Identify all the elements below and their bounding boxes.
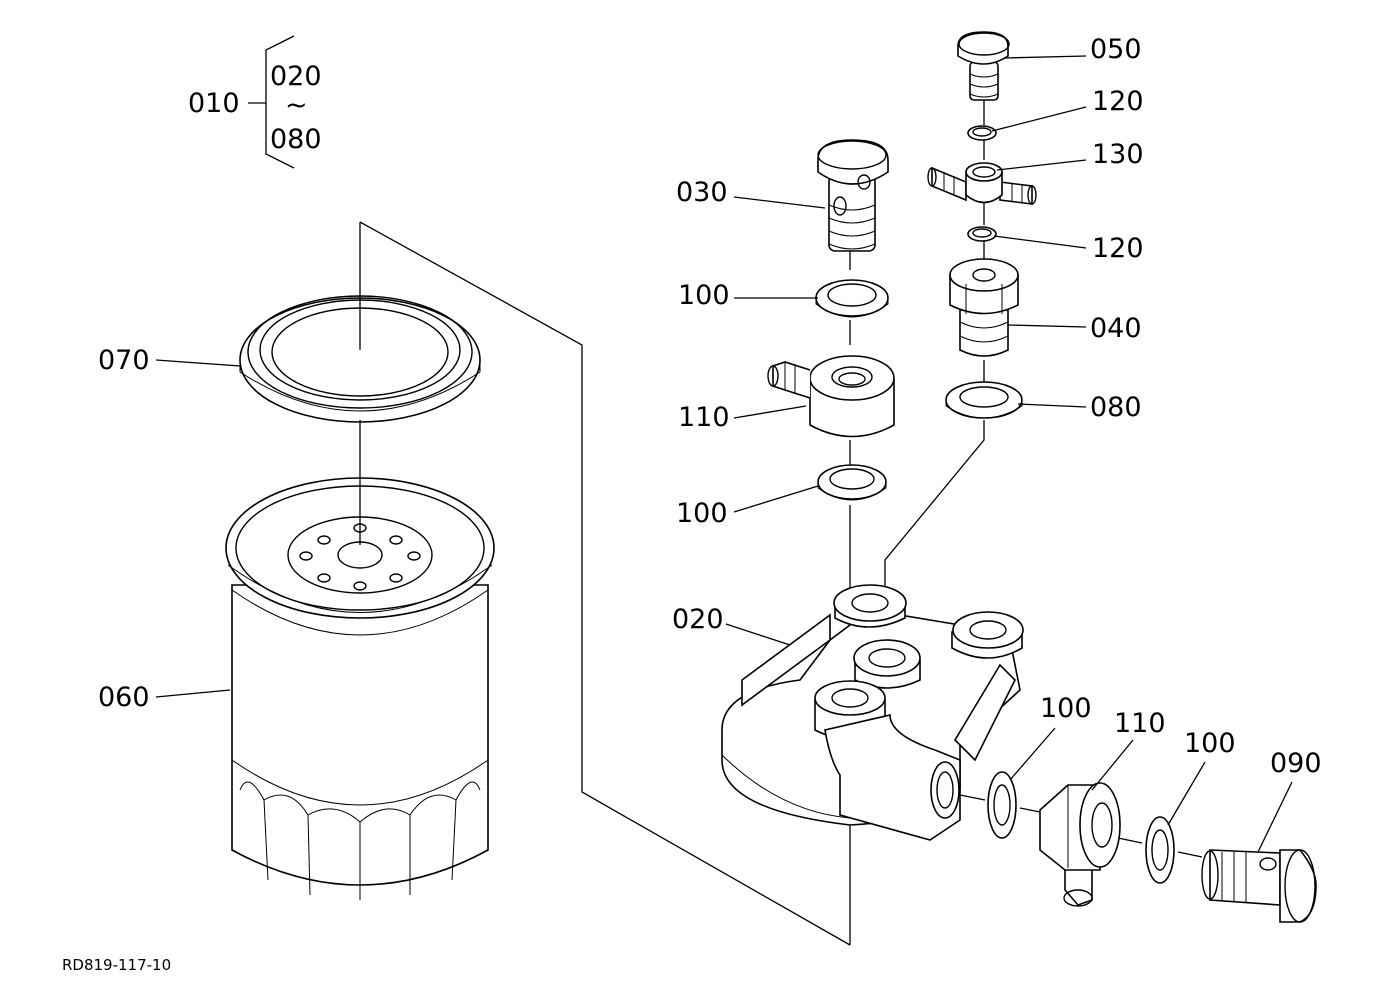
fitting-040 — [949, 258, 1019, 357]
document-id: RD819-117-10 — [62, 956, 171, 974]
callout-100-a: 100 — [678, 280, 730, 311]
callout-060: 060 — [98, 682, 150, 713]
callout-100-b: 100 — [676, 498, 728, 529]
callout-120-bottom: 120 — [1092, 233, 1144, 264]
callout-090: 090 — [1270, 748, 1322, 779]
banjo-fitting-110-a — [767, 355, 895, 438]
leader-lines — [155, 55, 1293, 853]
callout-040: 040 — [1090, 313, 1142, 344]
filter-head-020 — [721, 584, 1024, 841]
callout-100-d: 100 — [1184, 728, 1236, 759]
washer-100-b — [817, 464, 887, 501]
bolt-050 — [957, 31, 1010, 101]
callout-020-range: 020 — [270, 61, 322, 92]
washer-100-c — [987, 771, 1017, 839]
assembly-bracket-010 — [248, 35, 295, 169]
callout-labels: 010 020 ~ 080 050 120 130 030 120 100 04… — [98, 34, 1322, 779]
callout-050: 050 — [1090, 34, 1142, 65]
banjo-bolt-030 — [817, 139, 889, 252]
callout-010: 010 — [188, 88, 240, 119]
callout-080-range: 080 — [270, 124, 322, 155]
o-ring-120-bottom — [967, 226, 997, 242]
callout-030: 030 — [676, 177, 728, 208]
callout-100-c: 100 — [1040, 693, 1092, 724]
filter-cartridge-060 — [225, 477, 495, 900]
washer-080 — [945, 381, 1023, 419]
three-way-joint-130 — [927, 162, 1037, 205]
callout-130: 130 — [1092, 139, 1144, 170]
callout-070: 070 — [98, 345, 150, 376]
range-separator: ~ — [285, 90, 308, 121]
callout-110-a: 110 — [678, 402, 730, 433]
banjo-fitting-110-b — [1039, 782, 1121, 907]
washer-100-d — [1145, 816, 1175, 884]
callout-110-b: 110 — [1114, 708, 1166, 739]
callout-020: 020 — [672, 604, 724, 635]
washer-100-a — [815, 279, 889, 318]
callout-080: 080 — [1090, 392, 1142, 423]
banjo-bolt-090 — [1201, 849, 1317, 923]
callout-120-top: 120 — [1092, 86, 1144, 117]
o-ring-120-top — [967, 125, 997, 141]
